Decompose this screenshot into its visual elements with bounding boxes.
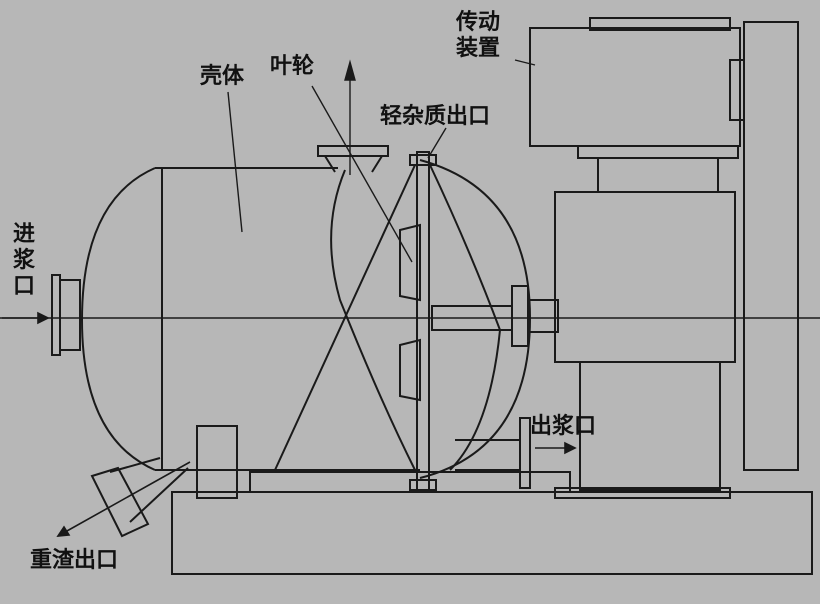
drive-device — [529, 17, 799, 471]
leader-lines — [227, 59, 536, 263]
slurry-outlet-label: 出浆口 — [530, 414, 597, 439]
heavy-residue-outlet-label: 重渣出口 — [30, 548, 119, 573]
outlet-arrow — [535, 441, 577, 455]
light-impurity-outlet-label: 轻杂质出口 — [380, 104, 491, 129]
outlet-nozzle — [455, 417, 531, 489]
separator-plate — [409, 151, 437, 493]
shell-label: 壳体 — [200, 64, 245, 89]
inlet-nozzle — [51, 274, 81, 356]
heavy-residue-pipe — [90, 425, 238, 538]
slurry-inlet-label: 进浆口 — [12, 222, 35, 299]
inlet-arrow — [2, 311, 50, 325]
top-nozzle — [317, 145, 389, 173]
shaft-housing — [431, 191, 736, 491]
heavy-residue-arrow — [56, 461, 191, 537]
center-lines — [0, 59, 820, 319]
base-platform — [171, 471, 813, 575]
drive-device-label: 传动装置 — [456, 10, 501, 61]
impeller-label: 叶轮 — [270, 54, 315, 79]
shell-vessel — [80, 159, 532, 479]
